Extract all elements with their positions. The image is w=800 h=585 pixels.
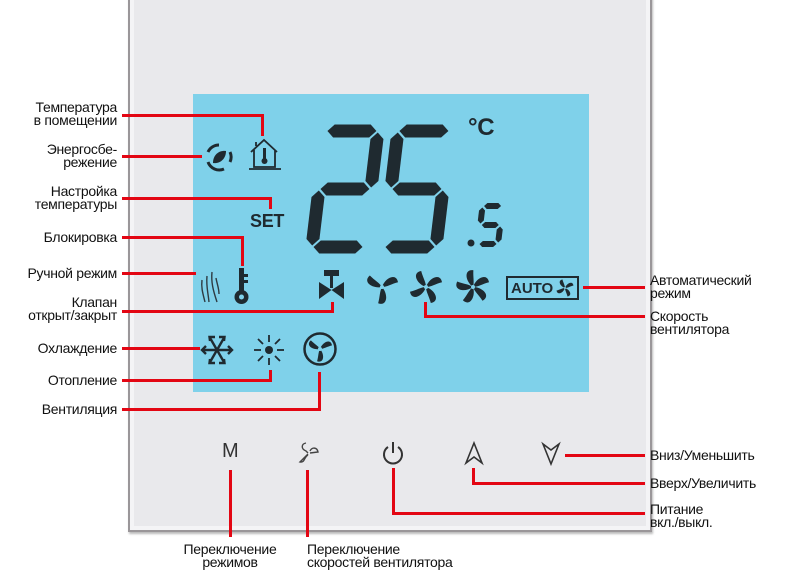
fan-blade	[473, 287, 487, 301]
fan-blade	[456, 281, 473, 291]
auto-label: AUTO	[511, 279, 554, 297]
fan-hub	[424, 285, 428, 289]
segment-b	[365, 132, 384, 188]
segment-c	[430, 190, 449, 246]
segment-e	[306, 190, 325, 246]
fan-blade	[473, 276, 489, 287]
fan-blade	[378, 287, 387, 304]
fan-speed-low-icon	[367, 275, 398, 304]
label-line: Настройка	[50, 183, 118, 199]
fan-blade	[466, 270, 474, 287]
label-line: режимов	[202, 554, 258, 570]
label-heating: Отопление	[47, 372, 117, 388]
segment-g	[481, 222, 499, 228]
label-line: открыт/закрыт	[28, 307, 117, 323]
label-line: вентилятора	[650, 321, 730, 337]
lock-key-icon	[234, 268, 249, 304]
label-line: скоростей вентилятора	[307, 554, 453, 570]
set-indicator: SET	[250, 211, 285, 231]
label-manual-mode: Ручной режим	[27, 265, 118, 281]
segment-g	[320, 182, 370, 196]
label-line: режение	[63, 154, 117, 170]
fan-blade	[367, 275, 382, 288]
fan-blade	[415, 271, 426, 287]
label-down: Вниз/Уменьшить	[650, 447, 755, 463]
fan-speed-button[interactable]	[298, 441, 320, 465]
cooling-snowflake-icon	[200, 335, 234, 365]
fan-blade	[382, 276, 398, 287]
mode-button[interactable]: M	[222, 440, 239, 462]
fan-blade	[462, 287, 474, 303]
segment-a	[327, 124, 377, 138]
label-line: Скорость	[650, 308, 709, 324]
label-line: режим	[650, 285, 691, 301]
label-ventilation: Вентиляция	[41, 401, 118, 417]
ventilation-icon	[303, 332, 337, 366]
label-line: Энергосбе-	[46, 141, 118, 157]
decimal-point	[467, 239, 475, 247]
segment-d	[385, 240, 435, 254]
fan-blade	[317, 349, 324, 362]
manual-mode-hand-icon	[201, 271, 220, 303]
power-button[interactable]	[381, 440, 405, 466]
label-line: Переключение	[307, 541, 400, 557]
room-temperature-icon	[249, 138, 281, 170]
fan-blade	[565, 288, 571, 297]
fan-blade	[410, 287, 426, 298]
auto-mode-indicator: AUTO	[506, 276, 580, 300]
fan-blade	[320, 341, 332, 349]
fan-blade	[556, 288, 566, 294]
label-lock: Блокировка	[43, 229, 118, 245]
segment-d	[479, 241, 497, 247]
label-up: Вверх/Увеличить	[650, 475, 756, 491]
fan-blade	[308, 340, 320, 350]
fan-hub	[380, 285, 384, 289]
fan-blade	[426, 276, 442, 287]
segment-f	[385, 132, 404, 188]
label-line: Переключение	[183, 541, 277, 557]
fan-blade	[559, 279, 566, 288]
fan-hub	[318, 347, 322, 351]
fan-blade	[426, 287, 437, 303]
segment-f	[477, 207, 486, 224]
segment-d	[313, 240, 363, 254]
segment-a	[484, 203, 502, 209]
auto-fan-icon	[556, 279, 574, 297]
fan-speed-medium-icon	[410, 271, 442, 303]
segment-g	[392, 182, 442, 196]
valve-icon	[319, 270, 344, 299]
fan-hub	[471, 285, 475, 289]
label-line: Питание	[650, 501, 704, 517]
fan-blade	[565, 282, 574, 288]
up-button[interactable]	[464, 440, 484, 466]
segment-c	[495, 226, 503, 243]
label-line: Температура	[35, 99, 118, 115]
label-line: Клапан	[71, 294, 118, 310]
label-line: Автоматический	[650, 272, 752, 288]
label-line: в помещении	[33, 112, 118, 128]
energy-saving-icon	[206, 143, 233, 172]
segment-a	[399, 124, 449, 138]
unit-label: °C	[468, 114, 495, 141]
fan-speed-high-icon	[456, 270, 489, 303]
label-cooling: Охлаждение	[37, 340, 118, 356]
fan-hub	[564, 286, 567, 290]
heating-sun-icon	[254, 335, 284, 365]
label-line: температуры	[34, 196, 118, 212]
label-line: вкл./выкл.	[650, 514, 713, 530]
label-energy-saving: Энергосбе-режение	[46, 141, 118, 170]
down-button[interactable]	[541, 441, 561, 467]
